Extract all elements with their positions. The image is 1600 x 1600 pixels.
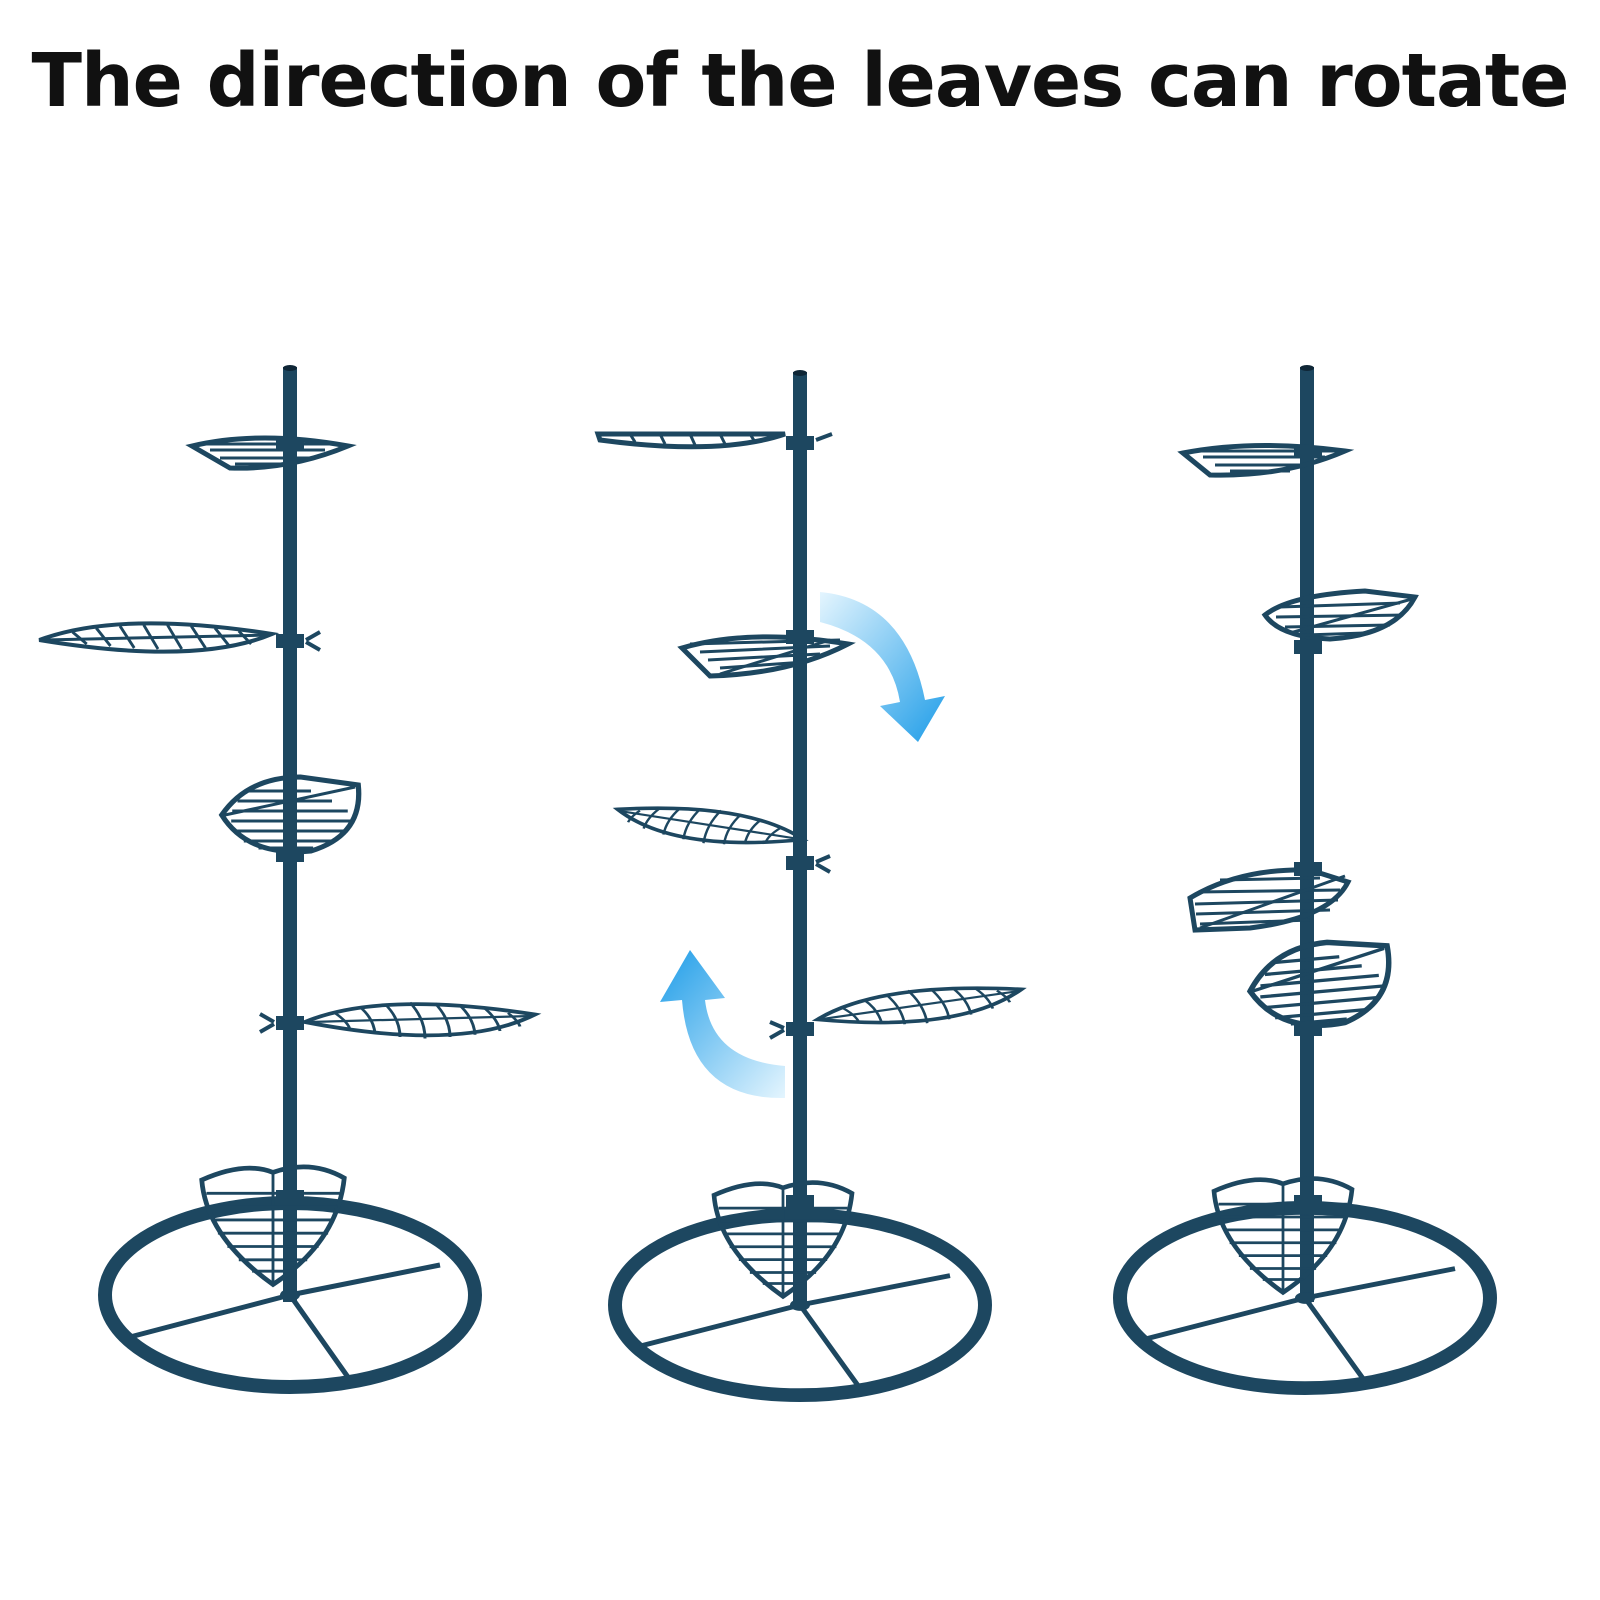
headline: The direction of the leaves can rotate	[31, 38, 1570, 124]
stand-middle	[594, 370, 1025, 1395]
stand-right	[1120, 365, 1490, 1388]
stand-left	[37, 365, 535, 1387]
rotate-arrow-up	[660, 950, 785, 1099]
rotate-arrow-down	[820, 592, 945, 742]
